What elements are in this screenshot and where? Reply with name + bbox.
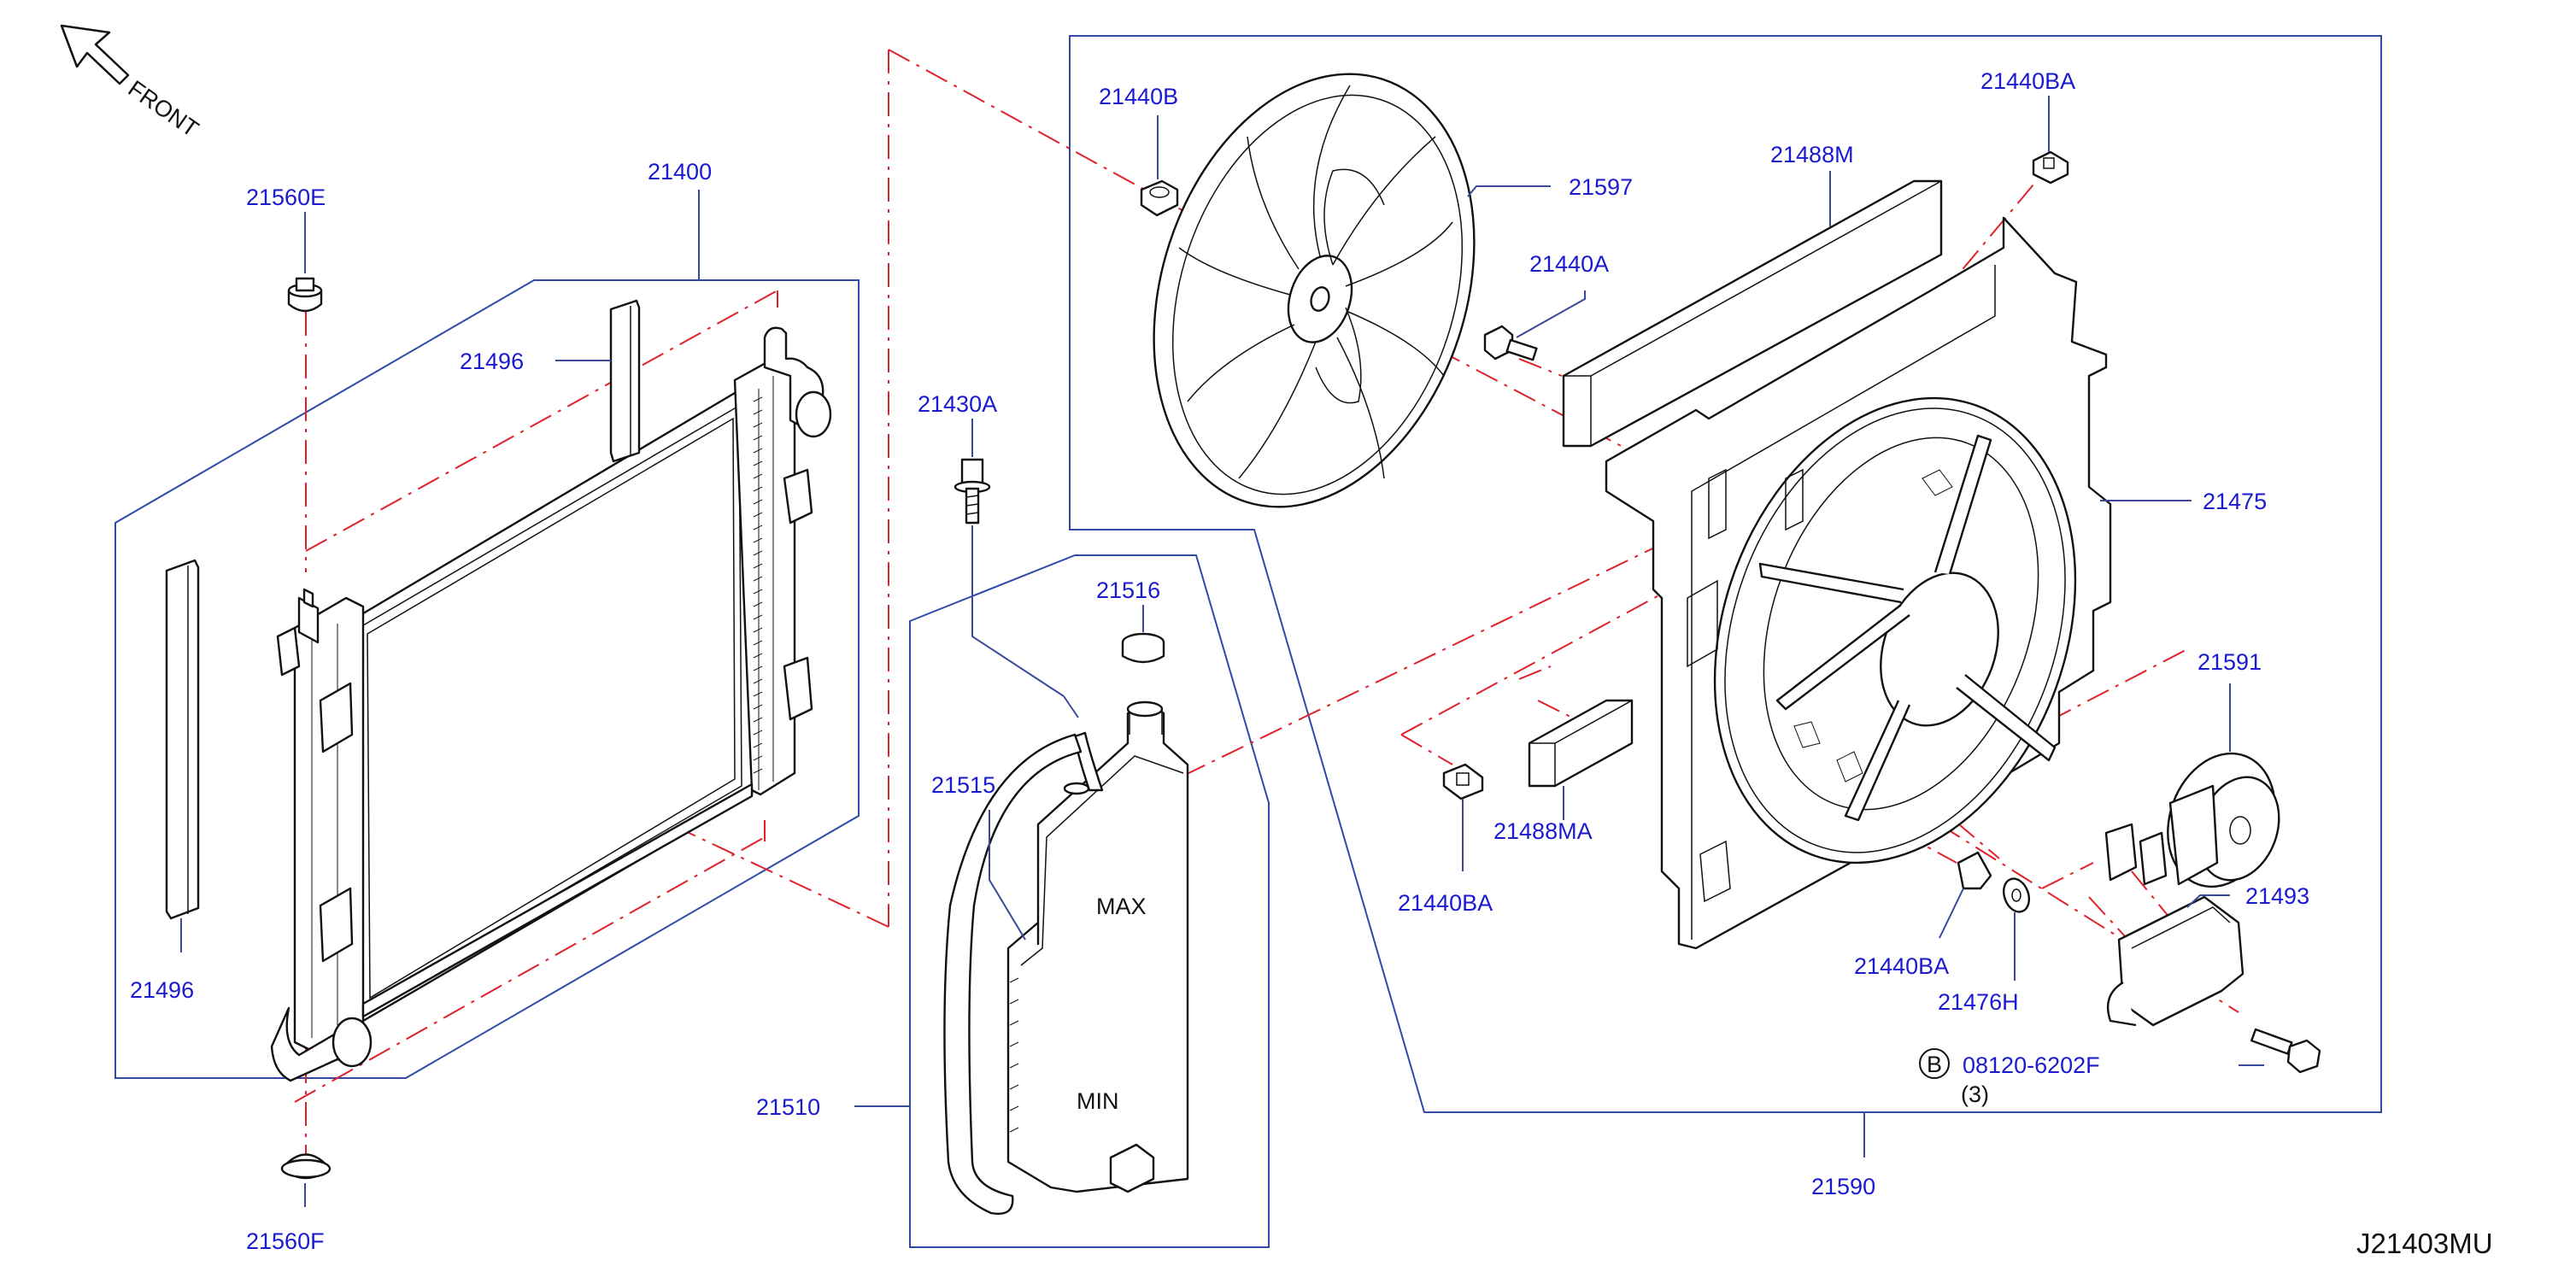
bolt-note: B 08120-6202F (3) xyxy=(1919,1048,2100,1107)
foam-21488MA-drawing xyxy=(1528,699,1634,788)
callout-21400: 21400 xyxy=(648,159,712,185)
nut-21440B-drawing xyxy=(1140,179,1179,217)
clip-21440BA-mid-drawing xyxy=(1957,851,1992,890)
callout-21440BA-mid: 21440BA xyxy=(1854,953,1949,979)
callout-21475: 21475 xyxy=(2203,489,2267,514)
callout-21591: 21591 xyxy=(2198,649,2262,675)
bolt-quantity: (3) xyxy=(1961,1081,1989,1107)
callout-21440BA-top: 21440BA xyxy=(1980,68,2075,94)
washer-21476H-drawing xyxy=(2002,877,2031,913)
clip-21440BA-left-drawing xyxy=(1442,763,1484,800)
callout-21440BA-left: 21440BA xyxy=(1398,890,1493,916)
callout-21516: 21516 xyxy=(1096,577,1160,603)
diagram-reference-code: J21403MU xyxy=(2356,1228,2493,1259)
bolt-21430A-drawing xyxy=(954,458,991,525)
fan-shroud-group-box xyxy=(1069,35,2382,1113)
callout-21493: 21493 xyxy=(2245,883,2309,909)
radiator-core-drawing xyxy=(270,326,832,1082)
bolt-08120-6202F-drawing xyxy=(2250,1028,2321,1074)
callout-08120-6202F: 08120-6202F xyxy=(1963,1052,2100,1078)
callout-21510: 21510 xyxy=(756,1094,820,1120)
callout-21560E: 21560E xyxy=(246,185,326,210)
front-arrow-icon xyxy=(60,24,130,85)
bolt-21440A-drawing xyxy=(1483,325,1538,361)
callout-21590: 21590 xyxy=(1811,1174,1875,1199)
seal-strip-21496-bottom-drawing xyxy=(165,559,200,920)
reservoir-max-mark: MAX xyxy=(1096,894,1147,919)
callout-21597: 21597 xyxy=(1569,174,1633,200)
seal-strip-21496-top-drawing xyxy=(609,299,641,463)
reservoir-min-mark: MIN xyxy=(1077,1088,1119,1114)
callout-21496-top: 21496 xyxy=(460,349,524,374)
callout-21488MA: 21488MA xyxy=(1493,818,1593,844)
motor-21591-drawing xyxy=(2104,752,2280,888)
fan-21597-drawing xyxy=(1153,73,1476,508)
bolt-badge: B xyxy=(1927,1052,1942,1077)
reservoir-group-box xyxy=(909,554,1270,1248)
bolt-badge-circle xyxy=(1919,1048,1950,1079)
callout-21560F: 21560F xyxy=(246,1228,325,1254)
resistor-21493-drawing xyxy=(2106,895,2244,1027)
callout-21496-bottom: 21496 xyxy=(130,977,194,1003)
mount-21560F-drawing xyxy=(280,1153,332,1180)
clip-21440BA-top-drawing xyxy=(2032,150,2069,185)
radiator-group-box xyxy=(114,279,860,1079)
callout-21476H: 21476H xyxy=(1938,989,2019,1015)
callout-21488M: 21488M xyxy=(1770,142,1854,167)
callout-21430A: 21430A xyxy=(918,391,997,417)
shroud-21475-drawing xyxy=(1605,216,2112,950)
reservoir-21510-drawing xyxy=(943,632,1189,1215)
callout-21440A: 21440A xyxy=(1529,251,1609,277)
foam-21488M-drawing xyxy=(1562,179,1943,448)
callout-21440B: 21440B xyxy=(1099,84,1178,109)
bolt-21430A-leader xyxy=(971,525,1065,697)
leader-lines xyxy=(180,96,2264,1207)
front-label: FRONT xyxy=(124,75,203,142)
mount-21560E-drawing xyxy=(287,277,323,313)
callout-21515: 21515 xyxy=(931,772,995,798)
